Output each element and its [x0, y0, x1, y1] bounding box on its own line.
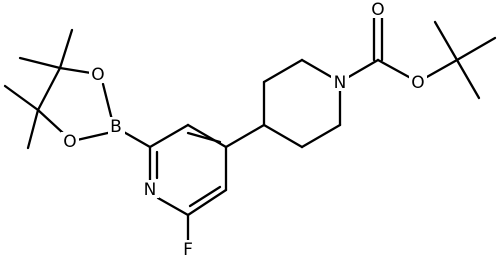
- bond-pinacol-methyl-lower-left: [3, 84, 40, 112]
- atom-nitrogen-pyridine: N: [144, 180, 157, 200]
- bond-pyridine-c4-c3-inner: [186, 131, 222, 144]
- bond-oxygen-upper-carbon: [58, 66, 93, 75]
- bond-pyridine-n-c6: [156, 196, 190, 217]
- bond-pyridine-c3-c2: [148, 123, 190, 149]
- atom-boron: B: [110, 117, 122, 137]
- atom-oxygen-boronate-upper: O: [91, 65, 104, 85]
- bond-boron-oxygen-upper: [101, 82, 114, 122]
- bond-piperidine-c2-c3: [262, 58, 304, 84]
- bond-pinacol-methyl-bottom: [26, 108, 40, 150]
- bond-layer: [3, 16, 497, 242]
- bond-pyridine-c6-c5: [186, 188, 228, 217]
- bond-tbu-quaternary-methyl-right: [455, 36, 497, 62]
- bond-pyridine-c4-c3: [186, 123, 228, 149]
- atom-fluorine: F: [183, 240, 193, 260]
- bond-tbu-quaternary-methyl-top: [433, 20, 459, 62]
- bond-piperidine-c5-c6: [300, 123, 342, 149]
- atom-oxygen-boronate-lower: O: [63, 132, 76, 152]
- atom-label-layer: O O N N F B O O: [61, 0, 427, 260]
- bond-pinacol-methyl-upper-left: [18, 56, 62, 70]
- bond-pyridine-boron: [120, 129, 152, 149]
- bond-tbu-quaternary-methyl-bottom: [455, 58, 481, 100]
- atom-oxygen-ester: O: [411, 73, 424, 93]
- bond-pyridine-c6-c5-inner: [188, 185, 222, 208]
- bond-pinacol-c-c: [36, 66, 62, 112]
- atom-oxygen-carbonyl: O: [371, 0, 384, 20]
- bond-pinacol-methyl-top: [58, 28, 74, 70]
- bond-piperidine-pyridine-link: [224, 123, 266, 149]
- bond-piperidine-c4-c5: [262, 123, 304, 149]
- bond-boron-oxygen-lower: [75, 130, 114, 142]
- atom-nitrogen-piperidine: N: [334, 73, 347, 93]
- bond-oxygen-lower-carbon: [36, 108, 65, 135]
